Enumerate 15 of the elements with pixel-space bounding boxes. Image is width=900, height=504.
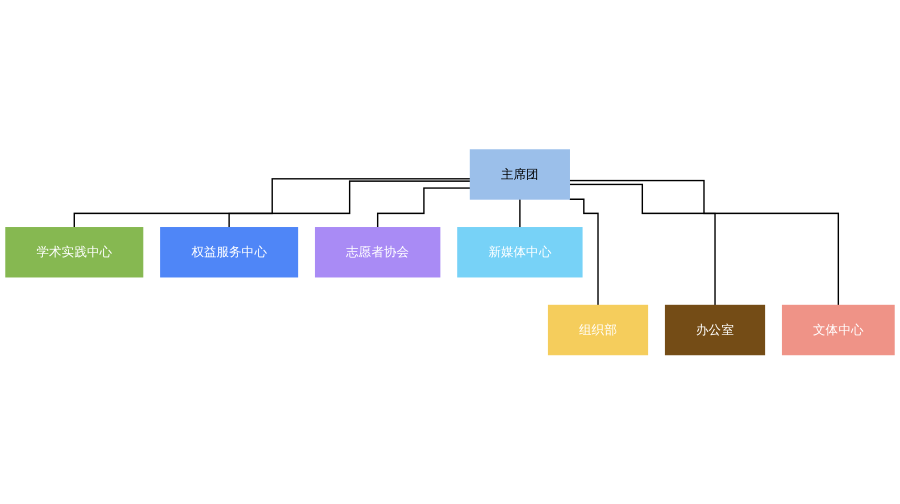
node-box: 权益服务中心 — [160, 226, 298, 278]
node-box: 新媒体中心 — [457, 226, 583, 278]
node-box: 组织部 — [548, 304, 648, 355]
connector — [74, 178, 470, 228]
node-box: 办公室 — [664, 304, 766, 355]
connector — [376, 187, 470, 228]
node-box: 文体中心 — [782, 304, 895, 355]
node-box: 主席团 — [470, 149, 570, 200]
connector — [570, 180, 840, 306]
connector — [570, 183, 716, 306]
node-box: 志愿者协会 — [314, 226, 440, 278]
node-box: 学术实践中心 — [5, 226, 144, 278]
connector — [228, 180, 470, 228]
connector — [570, 198, 599, 306]
connector — [519, 198, 521, 228]
